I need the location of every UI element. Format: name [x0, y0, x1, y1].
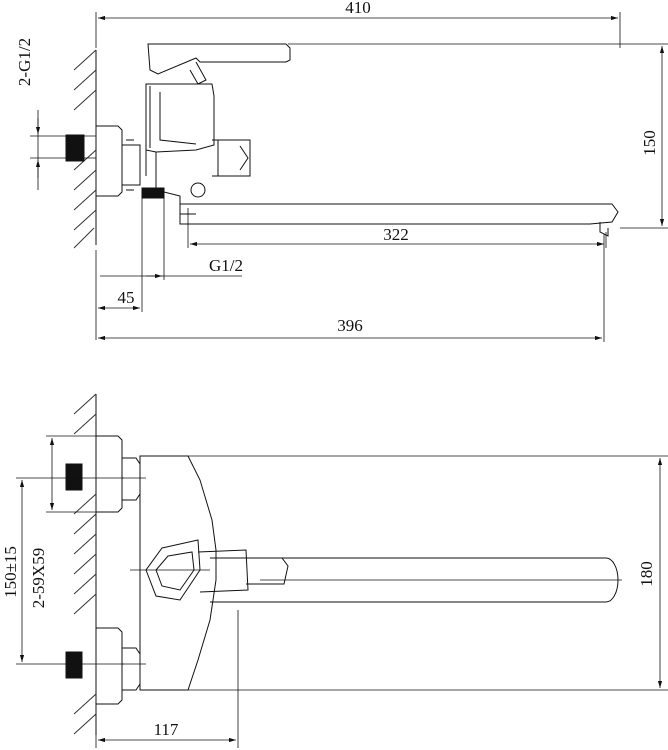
dim-base-length: 396: [98, 234, 605, 342]
dim-offset: 45: [95, 250, 140, 340]
eccentric-connector-upper: [65, 435, 146, 513]
thread-inlet-block: [65, 134, 85, 162]
dim-label-outlet-thread: G1/2: [209, 256, 243, 275]
spout-plan: [210, 557, 622, 603]
dim-spout-width: 180: [140, 455, 668, 691]
wall-hatch-bottom: [73, 393, 97, 735]
dim-inlet-thread: 2-G1/2: [15, 38, 96, 190]
faucet-body-plan: [130, 455, 289, 691]
dim-label-slot: 2-59X59: [29, 548, 48, 608]
eccentric-connector-lower: [65, 627, 146, 705]
dim-label-spout-width: 180: [637, 561, 656, 587]
wall-hatch-top: [73, 49, 97, 249]
dim-label-offset: 45: [118, 288, 135, 307]
dim-height: 150: [288, 43, 668, 229]
dim-outlet-thread: G1/2: [100, 196, 243, 312]
dim-label-base-length: 396: [337, 316, 363, 335]
dim-label-depth: 117: [154, 720, 179, 739]
faucet-body-side: [145, 43, 291, 206]
dim-label-center-distance: 150±15: [1, 546, 20, 598]
outlet-thread-block: [141, 187, 165, 199]
dim-label-overall-length: 410: [345, 0, 371, 17]
dim-label-inlet-thread: 2-G1/2: [15, 38, 34, 86]
eccentric-connector-top: [65, 125, 141, 197]
dim-label-height: 150: [640, 130, 659, 156]
side-view: 410 150 2-G1/2: [15, 0, 668, 342]
dim-slot: 2-59X59: [29, 435, 96, 608]
dim-overall-length: 410: [95, 0, 621, 48]
plan-view: 180 150±15 2-59X59 117: [1, 393, 668, 748]
dim-center-distance: 150±15: [1, 477, 124, 665]
dim-label-spout-length: 322: [383, 225, 409, 244]
dim-depth: 117: [95, 610, 239, 748]
dim-spout-length: 322: [187, 208, 607, 248]
